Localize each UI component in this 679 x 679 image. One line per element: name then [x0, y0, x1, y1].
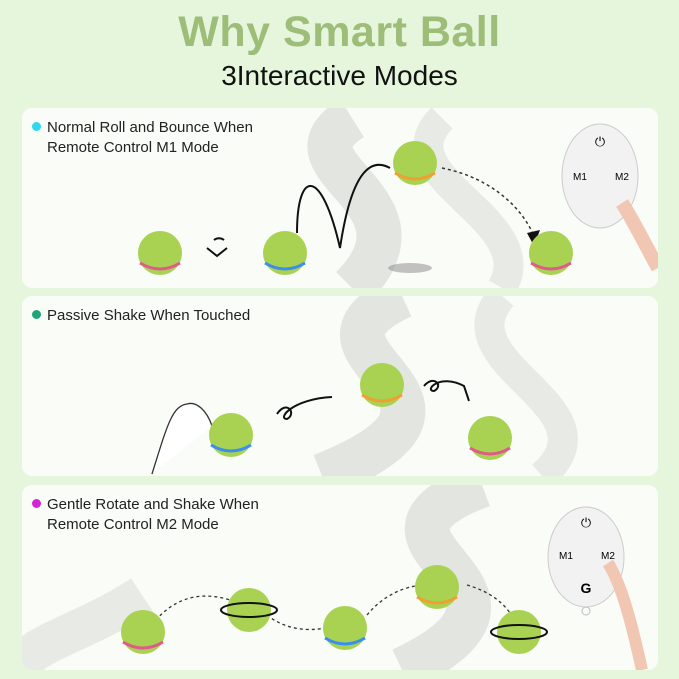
ball-icon — [220, 588, 278, 632]
motion-arrow-icon — [276, 396, 333, 421]
ball-icon — [415, 565, 459, 609]
mode-panel-1: Normal Roll and Bounce When Remote Contr… — [22, 108, 658, 288]
ball-icon — [360, 363, 404, 407]
ball-icon — [263, 231, 307, 275]
ball-icon — [393, 141, 437, 185]
ball-icon — [323, 606, 367, 650]
mode-caption: Gentle Rotate and Shake When Remote Cont… — [32, 495, 259, 535]
m2-button: M2 — [615, 172, 629, 183]
caption-line: Remote Control M1 Mode — [47, 139, 219, 156]
m1-button: M1 — [559, 551, 573, 562]
ball-icon — [468, 416, 512, 460]
power-button: ⏻ — [595, 134, 605, 149]
page-subtitle: 3Interactive Modes — [221, 60, 458, 91]
ball-icon — [209, 413, 253, 457]
bounce-arrow-icon — [296, 163, 391, 249]
g-button: G — [581, 580, 592, 596]
bullet-dot — [32, 310, 41, 319]
rotate-icon — [206, 237, 228, 258]
ball-icon — [529, 231, 573, 275]
mode-caption: Passive Shake When Touched — [32, 306, 250, 326]
mode-panel-2: Passive Shake When Touched — [22, 296, 658, 476]
ball-icon — [138, 231, 182, 275]
caption-line: Gentle Rotate and Shake When — [47, 496, 259, 513]
mode-3-illustration: ⏻ M1 M2 G — [22, 485, 648, 670]
ball-icon — [121, 610, 165, 654]
paw-icon — [151, 402, 213, 475]
caption-line: Remote Control M2 Mode — [47, 516, 219, 533]
bullet-dot — [32, 499, 41, 508]
remote-icon: ⏻ M1 M2 — [561, 123, 658, 272]
page-title: Why Smart Ball — [178, 8, 501, 56]
mode-panel-3: Gentle Rotate and Shake When Remote Cont… — [22, 485, 658, 670]
caption-line: Passive Shake When Touched — [47, 307, 251, 324]
mode-1-illustration: ⏻ M1 M2 — [138, 108, 658, 288]
power-button: ⏻ — [581, 515, 591, 530]
caption-line: Normal Roll and Bounce When — [47, 119, 253, 136]
m2-button: M2 — [601, 551, 615, 562]
bullet-dot — [32, 122, 41, 131]
m1-button: M1 — [573, 172, 587, 183]
ball-icon — [490, 610, 548, 654]
motion-arrow-icon — [423, 379, 470, 402]
mode-caption: Normal Roll and Bounce When Remote Contr… — [32, 118, 253, 158]
remote-icon: ⏻ M1 M2 G — [547, 506, 648, 670]
mode-2-illustration — [151, 296, 578, 476]
